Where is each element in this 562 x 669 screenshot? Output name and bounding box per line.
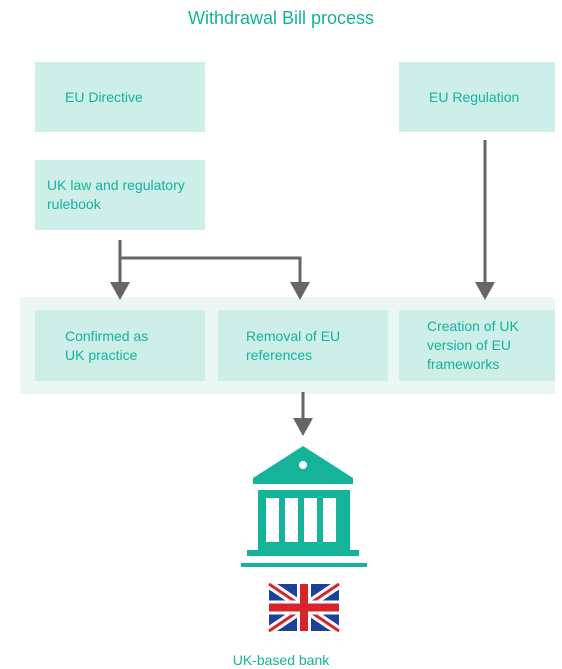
bank-caption: UK-based bank	[232, 652, 330, 668]
arrow-head-confirmed	[110, 282, 130, 300]
union-jack-flag-icon	[266, 580, 342, 635]
arrow-head-removal	[290, 282, 310, 300]
eu-directive-box: EU Directive	[35, 62, 205, 132]
arrow-heads	[110, 282, 495, 436]
uk-law-box: UK law and regulatory rulebook	[35, 160, 205, 230]
confirmed-box: Confirmed as UK practice	[35, 310, 205, 381]
eu-regulation-label: EU Regulation	[429, 88, 520, 105]
confirmed-label: Confirmed as UK practice	[65, 327, 149, 363]
uk-law-label: UK law and regulatory rulebook	[47, 177, 185, 212]
uk-law-branch-line	[118, 240, 302, 282]
arrow-head-creation	[475, 282, 495, 300]
diagram-title: Withdrawal Bill process	[187, 8, 375, 28]
creation-box: Creation of UK version of EU frameworks	[399, 310, 555, 381]
eu-regulation-box: EU Regulation	[399, 62, 555, 132]
removal-box: Removal of EU references	[218, 310, 388, 381]
creation-label: Creation of UK version of EU frameworks	[427, 318, 519, 372]
removal-label: Removal of EU references	[246, 327, 341, 363]
eu-directive-label: EU Directive	[65, 88, 143, 105]
bank-building-icon	[241, 446, 367, 567]
arrow-head-bank	[293, 418, 313, 436]
arrow-connectors	[118, 140, 487, 418]
